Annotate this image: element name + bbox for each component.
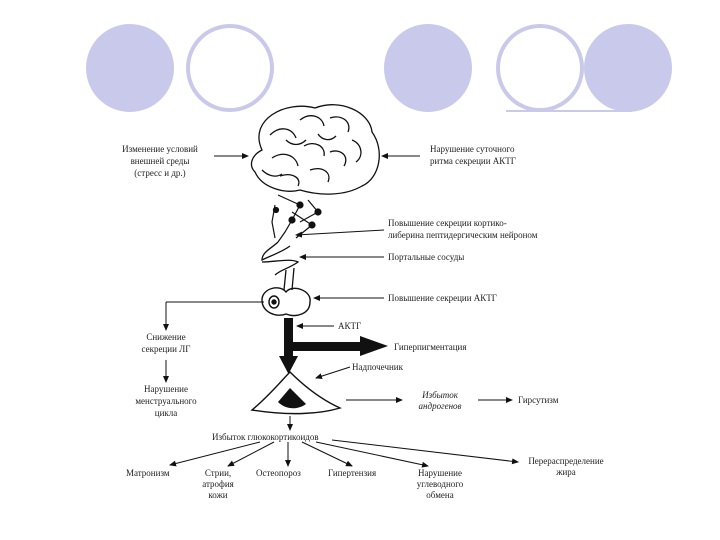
label-rhythm-2: ритма секреции АКТГ [430, 156, 516, 166]
label-rhythm-1: Нарушение суточного [430, 144, 515, 154]
header-circle-1 [86, 24, 174, 112]
diagram-labels: Изменение условий внешней среды (стресс … [122, 144, 604, 500]
label-hirsutism: Гирсутизм [518, 395, 559, 405]
hypothalamus-neurons [271, 194, 322, 243]
label-env-change-2: внешней среды [131, 156, 190, 166]
label-matronism: Матронизм [126, 468, 170, 478]
header-circle-3 [584, 24, 672, 112]
label-osteoporosis: Остеопороз [256, 468, 301, 478]
pituitary-stalk [261, 241, 300, 291]
header-circle-2 [384, 24, 472, 112]
label-carb-2: углеводного [417, 479, 464, 489]
label-lh-2: секреции ЛГ [142, 344, 191, 354]
adrenal-gland [250, 371, 342, 415]
label-hypertension: Гипертензия [328, 468, 376, 478]
label-acth-secretion: Повышение секреции АКТГ [388, 293, 497, 303]
label-hyperpigmentation: Гиперпигментация [394, 342, 467, 352]
decorative-header [0, 0, 720, 120]
label-skin-2: атрофия [202, 479, 234, 489]
label-androgen-1: Избыток [421, 390, 459, 400]
label-skin-1: Стрии, [205, 468, 231, 478]
label-crh-1: Повышение секреции кортико- [388, 218, 507, 228]
label-skin-3: кожи [208, 490, 227, 500]
label-env-change-1: Изменение условий [122, 144, 198, 154]
label-glucocorticoid-excess: Избыток глюкокортикоидов [212, 432, 319, 442]
label-fat-2: жира [555, 467, 576, 477]
label-acth: АКТГ [338, 321, 361, 331]
label-crh-2: либерина пептидергическим нейроном [388, 230, 538, 240]
pituitary-gland [261, 287, 311, 317]
label-env-change-3: (стресс и др.) [134, 168, 185, 178]
diagram-arrows [163, 153, 519, 468]
label-menstrual-3: цикла [155, 408, 178, 418]
label-adrenals: Надпочечник [352, 362, 404, 372]
header-ring-2 [496, 24, 584, 112]
header-accent-line [506, 110, 632, 112]
label-menstrual-2: менструального [135, 396, 197, 406]
header-ring-1 [186, 24, 274, 112]
acth-pathway-arrow [279, 318, 388, 374]
label-lh-1: Снижение [146, 332, 185, 342]
label-carb-1: Нарушение [418, 468, 462, 478]
label-carb-3: обмена [426, 490, 454, 500]
label-menstrual-1: Нарушение [144, 384, 188, 394]
brain-drawing [250, 104, 380, 195]
label-portal-vessels: Портальные сосуды [388, 252, 464, 262]
label-fat-1: Перераспределение [528, 456, 603, 466]
label-androgen-2: андрогенов [419, 401, 462, 411]
